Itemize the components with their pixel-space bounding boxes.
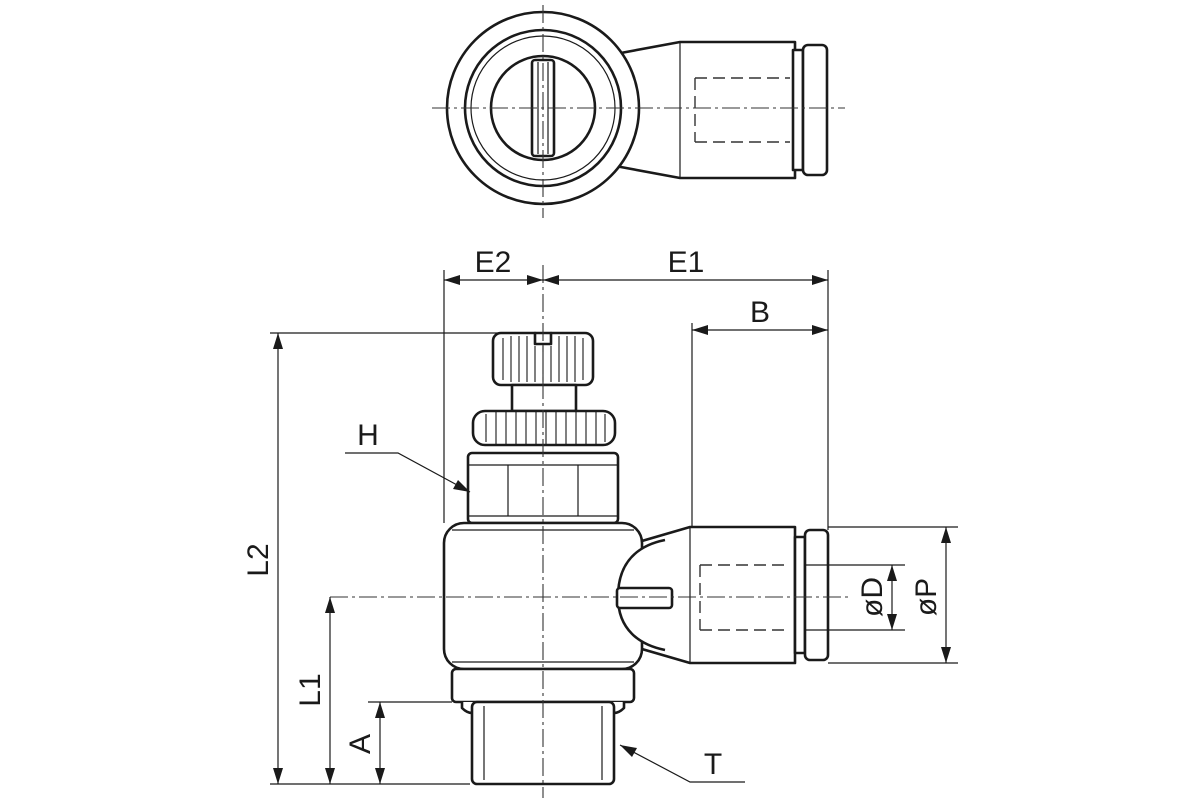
dimension-a: A [344,702,385,784]
dim-label-e2: E2 [475,246,512,279]
dim-label-l1: L1 [294,673,327,706]
dimension-l2: L2 [242,333,283,784]
top-view [432,5,845,218]
dimension-e2-e1: E2 E1 [444,246,828,285]
tube-connector [626,525,830,665]
dimension-b: B [692,296,828,335]
leader-t: T [619,744,745,783]
hex-nut [466,451,620,525]
leader-h: H [345,419,471,493]
dim-label-e1: E1 [668,246,705,279]
dim-label-phi-d: øD [856,577,889,617]
dim-label-t: T [704,748,722,781]
adjusting-stem [510,383,578,413]
dimensions: E2 E1 B H L2 L1 [242,246,958,785]
swivel-pin [615,586,674,610]
dim-label-phi-p: øP [910,578,943,616]
dimension-phi-d: øD [856,565,897,630]
dim-label-l2: L2 [242,543,275,576]
dim-label-b: B [750,296,770,329]
dimension-phi-p: øP [910,527,951,663]
top-view-tube-body [608,40,829,180]
dimension-l1: L1 [294,597,335,784]
dim-label-a: A [344,734,377,754]
front-view [330,265,850,798]
dim-label-h: H [357,419,379,452]
lock-nut-ring [471,409,617,447]
